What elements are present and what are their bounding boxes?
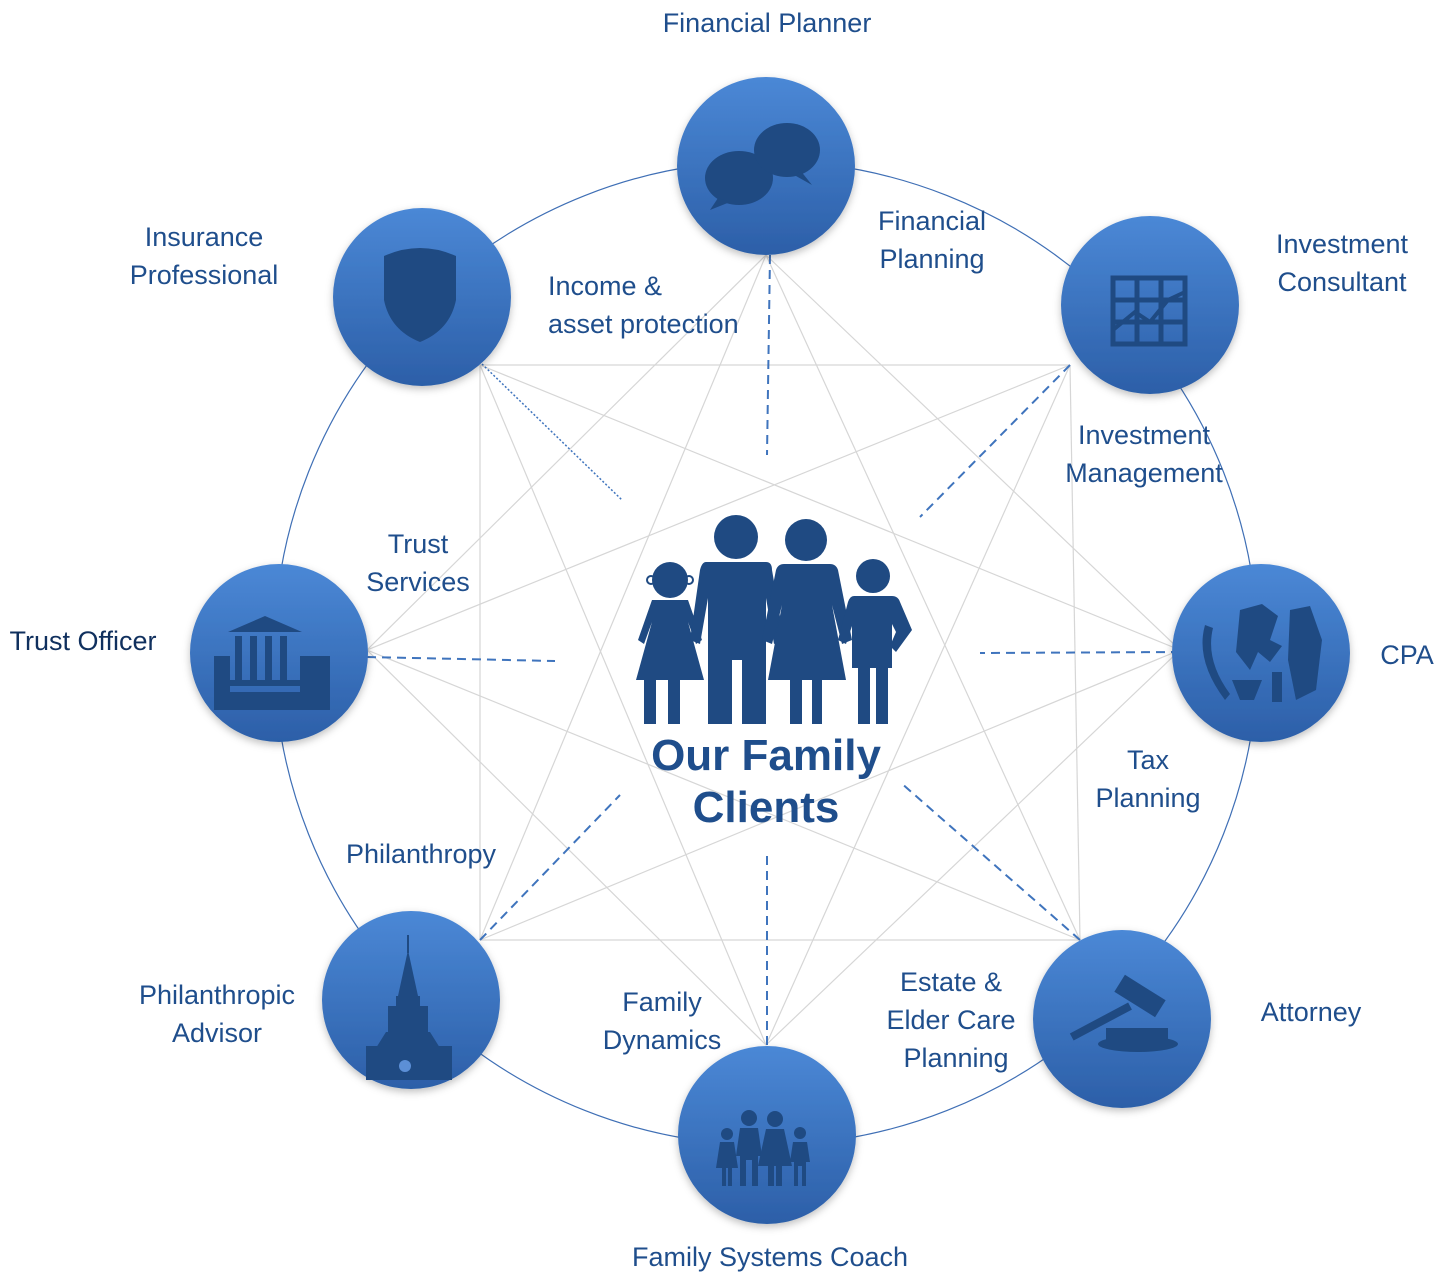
trust-officer-node[interactable] xyxy=(190,564,368,742)
service-label-income-asset-protection: Income & asset protection xyxy=(548,271,739,339)
family-systems-coach-node[interactable] xyxy=(678,1046,856,1224)
investment-consultant-node[interactable] xyxy=(1061,216,1239,394)
church-steeple-icon xyxy=(366,935,452,1080)
dashed-spokes xyxy=(366,254,1181,1045)
dotted-spoke xyxy=(481,363,623,501)
service-label-financial-planning: Financial Planning xyxy=(877,206,987,274)
cpa-node[interactable] xyxy=(1172,564,1350,742)
bank-building-icon xyxy=(214,616,330,710)
family-group-icon xyxy=(636,515,912,724)
service-label-investment-management: Investment Management xyxy=(1065,420,1223,488)
service-label-trust-services: Trust Services xyxy=(366,529,470,597)
role-label-insurance-professional: Insurance Professional xyxy=(129,222,279,290)
speech-bubbles-icon xyxy=(705,123,820,210)
service-label-philanthropy: Philanthropy xyxy=(345,839,497,869)
irs-eagle-seal-icon xyxy=(1202,604,1322,702)
chart-grid-icon xyxy=(1110,275,1188,347)
role-label-family-systems-coach: Family Systems Coach xyxy=(631,1242,909,1272)
connector-lines xyxy=(366,254,1181,1046)
role-label-cpa: CPA xyxy=(1380,640,1434,670)
center-title: Our Family Clients xyxy=(566,730,966,834)
gavel-icon xyxy=(1069,974,1178,1052)
center-title-line1: Our Family xyxy=(651,731,881,780)
role-label-attorney: Attorney xyxy=(1260,997,1362,1027)
attorney-node[interactable] xyxy=(1033,930,1211,1108)
service-label-tax-planning: Tax Planning xyxy=(1095,745,1201,813)
role-label-financial-planner: Financial Planner xyxy=(662,8,872,38)
philanthropic-advisor-node[interactable] xyxy=(322,911,500,1089)
family-icon xyxy=(716,1110,810,1186)
service-label-family-dynamics: Family Dynamics xyxy=(602,987,722,1055)
center-title-line2: Clients xyxy=(692,783,840,832)
insurance-professional-node[interactable] xyxy=(333,208,511,386)
role-label-philanthropic-advisor: Philanthropic Advisor xyxy=(138,980,296,1048)
shield-icon xyxy=(384,248,456,342)
service-label-estate-elder-care-planning: Estate & Elder Care Planning xyxy=(886,967,1016,1073)
role-label-investment-consultant: Investment Consultant xyxy=(1275,229,1409,297)
role-label-trust-officer: Trust Officer xyxy=(9,626,157,656)
financial-planner-node[interactable] xyxy=(677,77,855,255)
